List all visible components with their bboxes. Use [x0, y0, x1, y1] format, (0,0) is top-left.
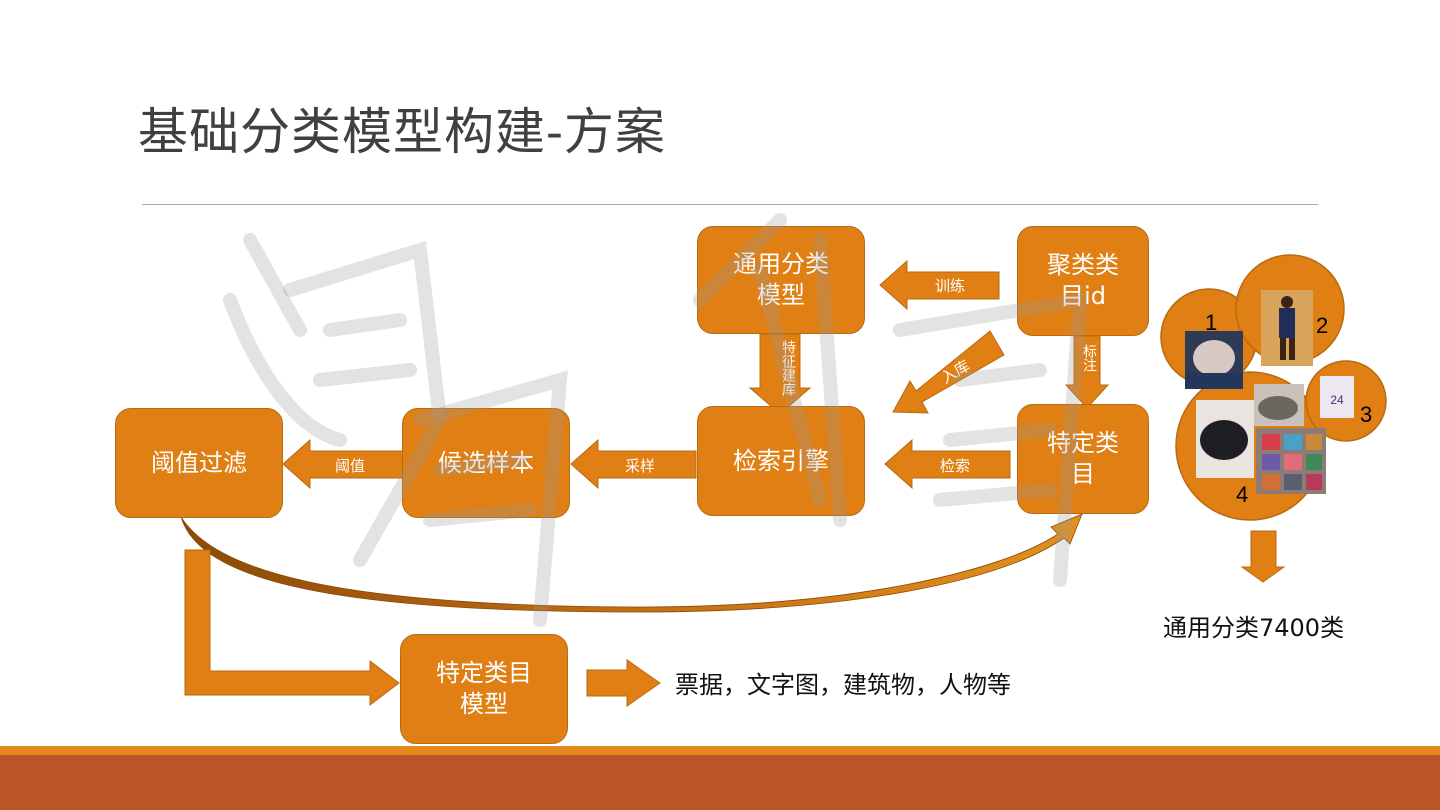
store-arrow: [892, 330, 1005, 414]
feedback-curve-arrow: [180, 513, 1083, 613]
retrieve-arrow: [884, 438, 1011, 490]
to-specific-model-arrow: [184, 549, 400, 707]
threshold-filter-box: 阈值过滤: [115, 408, 283, 518]
cluster-label-2: 2: [1316, 313, 1329, 338]
cluster-1-thumbnail: [1185, 331, 1243, 389]
page-title: 基础分类模型构建-方案: [138, 103, 666, 161]
threshold-arrow: [282, 438, 404, 490]
cluster-2-thumbnail: [1261, 290, 1313, 366]
sample-arrow: [570, 438, 697, 490]
sample-label: 采样: [624, 456, 655, 475]
cluster-3-thumbnail: 24: [1320, 376, 1354, 418]
retrieve-label: 检索: [939, 456, 970, 475]
footer-accent-bar: [0, 746, 1440, 755]
cluster-label-4: 4: [1236, 482, 1249, 507]
specific-model-box: 特定类目 模型: [400, 634, 568, 744]
classes-down-arrow: [1240, 530, 1286, 583]
general-model-box: 通用分类 模型: [697, 226, 865, 334]
train-arrow: [879, 259, 1000, 311]
feature-index-label: 特征建库: [780, 340, 796, 396]
specific-category-box: 特定类 目: [1017, 404, 1149, 514]
threshold-label: 阈值: [334, 456, 365, 475]
title-divider: [142, 204, 1318, 205]
cluster-id-box: 聚类类 目id: [1017, 226, 1149, 336]
cluster-label-3: 3: [1360, 402, 1373, 427]
general-classes-text: 通用分类7400类: [1163, 614, 1345, 642]
candidate-samples-box: 候选样本: [402, 408, 570, 518]
train-label: 训练: [934, 276, 965, 295]
output-types-text: 票据，文字图，建筑物，人物等: [675, 671, 1011, 699]
cluster-4-thumbnail: [1196, 384, 1326, 494]
svg-text:24: 24: [1330, 393, 1344, 407]
search-engine-box: 检索引擎: [697, 406, 865, 516]
feature-index-arrow: [748, 333, 812, 415]
output-arrow: [586, 659, 661, 707]
cluster-label-1: 1: [1205, 310, 1218, 335]
footer-bar: [0, 755, 1440, 810]
annotate-label: 标注: [1081, 344, 1097, 372]
annotate-arrow: [1064, 335, 1110, 409]
